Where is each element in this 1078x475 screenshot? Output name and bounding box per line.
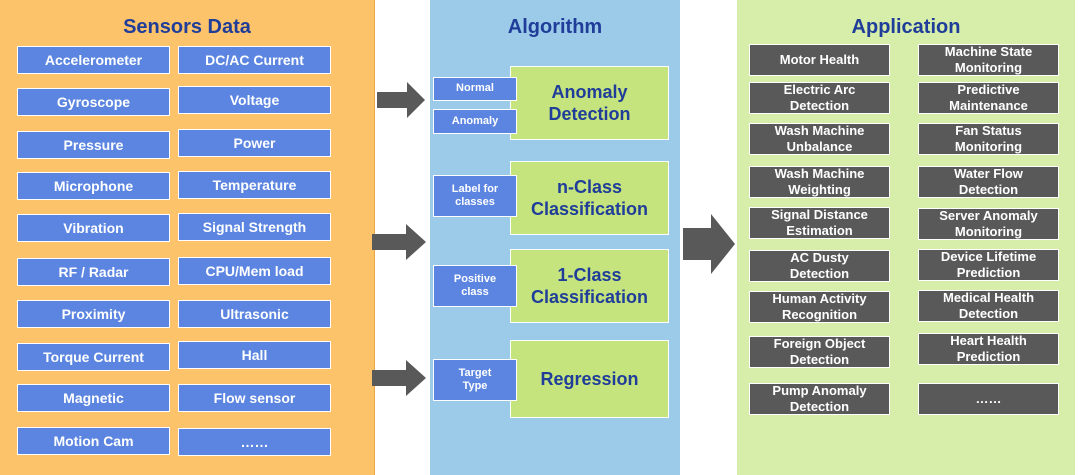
- sensor-box: Motion Cam: [17, 427, 170, 455]
- application-label: Device Lifetime Prediction: [940, 249, 1037, 280]
- input-label-positive-class: Positive class: [433, 265, 517, 307]
- application-item: Foreign Object Detection: [749, 336, 890, 368]
- algorithm-regression: Regression: [510, 340, 669, 418]
- sensor-box: Gyroscope: [17, 88, 170, 116]
- application-label: Foreign Object Detection: [773, 336, 866, 367]
- application-label: Medical Health Detection: [942, 290, 1035, 321]
- flow-arrow: [372, 224, 426, 260]
- algorithm-label: Regression: [540, 368, 639, 389]
- sensor-box: Vibration: [17, 214, 170, 242]
- flow-arrow: [683, 214, 735, 274]
- sensor-box: Torque Current: [17, 343, 170, 371]
- application-item: Device Lifetime Prediction: [918, 249, 1059, 281]
- algorithm-label: Anomaly Detection: [548, 81, 631, 125]
- flow-arrow: [372, 360, 426, 396]
- application-label: Machine State Monitoring: [944, 44, 1033, 75]
- sensor-box: Temperature: [178, 171, 331, 199]
- application-item: Human Activity Recognition: [749, 291, 890, 323]
- application-item: Water Flow Detection: [918, 166, 1059, 198]
- application-label: Pump Anomaly Detection: [772, 383, 867, 414]
- input-label-classes: Label for classes: [433, 175, 517, 217]
- application-label: AC Dusty Detection: [789, 250, 850, 281]
- application-item: Server Anomaly Monitoring: [918, 208, 1059, 240]
- application-item: ……: [918, 383, 1059, 415]
- sensor-box: CPU/Mem load: [178, 257, 331, 285]
- application-item: Motor Health: [749, 44, 890, 76]
- application-label: Fan Status Monitoring: [954, 123, 1023, 154]
- input-label-text: Label for classes: [451, 182, 499, 208]
- sensor-box: Signal Strength: [178, 213, 331, 241]
- sensor-box: RF / Radar: [17, 258, 170, 286]
- flow-arrow: [377, 82, 425, 118]
- application-label: ……: [975, 391, 1002, 407]
- sensor-box: Magnetic: [17, 384, 170, 412]
- application-item: Fan Status Monitoring: [918, 123, 1059, 155]
- application-item: Heart Health Prediction: [918, 333, 1059, 365]
- application-label: Server Anomaly Monitoring: [939, 208, 1038, 239]
- input-label-text: Target Type: [458, 366, 492, 392]
- sensor-box: Microphone: [17, 172, 170, 200]
- sensor-box: Accelerometer: [17, 46, 170, 74]
- input-label-text: Positive class: [453, 272, 497, 298]
- algorithm-label: n-Class Classification: [530, 176, 649, 220]
- algorithm-title: Algorithm: [507, 16, 603, 38]
- application-item: Signal Distance Estimation: [749, 207, 890, 239]
- sensor-box: Power: [178, 129, 331, 157]
- application-item: Predictive Maintenance: [918, 82, 1059, 114]
- application-item: Pump Anomaly Detection: [749, 383, 890, 415]
- sensor-box: DC/AC Current: [178, 46, 331, 74]
- input-label-anomaly: Anomaly: [433, 109, 517, 134]
- application-item: AC Dusty Detection: [749, 250, 890, 282]
- application-label: Wash Machine Weighting: [774, 166, 865, 197]
- application-label: Predictive Maintenance: [949, 82, 1028, 113]
- sensor-box: ……: [178, 428, 331, 456]
- sensor-box: Hall: [178, 341, 331, 369]
- input-label-text: Normal: [456, 82, 494, 95]
- sensor-box: Ultrasonic: [178, 300, 331, 328]
- application-label: Motor Health: [779, 52, 860, 68]
- algorithm-anomaly-detection: Anomaly Detection: [510, 66, 669, 140]
- application-label: Wash Machine Unbalance: [774, 123, 865, 154]
- input-label-normal: Normal: [433, 77, 517, 101]
- algorithm-1-class-classification: 1-Class Classification: [510, 249, 669, 323]
- application-label: Electric Arc Detection: [783, 82, 856, 113]
- application-item: Medical Health Detection: [918, 290, 1059, 322]
- sensor-box: Proximity: [17, 300, 170, 328]
- sensor-box: Flow sensor: [178, 384, 331, 412]
- application-item: Electric Arc Detection: [749, 82, 890, 114]
- application-item: Machine State Monitoring: [918, 44, 1059, 76]
- application-item: Wash Machine Unbalance: [749, 123, 890, 155]
- application-label: Heart Health Prediction: [950, 333, 1027, 364]
- sensors-title: Sensors Data: [123, 16, 251, 38]
- sensor-box: Voltage: [178, 86, 331, 114]
- application-label: Water Flow Detection: [954, 166, 1023, 197]
- application-item: Wash Machine Weighting: [749, 166, 890, 198]
- input-label-text: Anomaly: [451, 114, 499, 127]
- input-label-target-type: Target Type: [433, 359, 517, 401]
- application-title: Application: [851, 16, 961, 38]
- sensor-box: Pressure: [17, 131, 170, 159]
- algorithm-label: 1-Class Classification: [530, 264, 649, 308]
- algorithm-n-class-classification: n-Class Classification: [510, 161, 669, 235]
- application-label: Signal Distance Estimation: [771, 207, 868, 238]
- application-label: Human Activity Recognition: [772, 291, 867, 322]
